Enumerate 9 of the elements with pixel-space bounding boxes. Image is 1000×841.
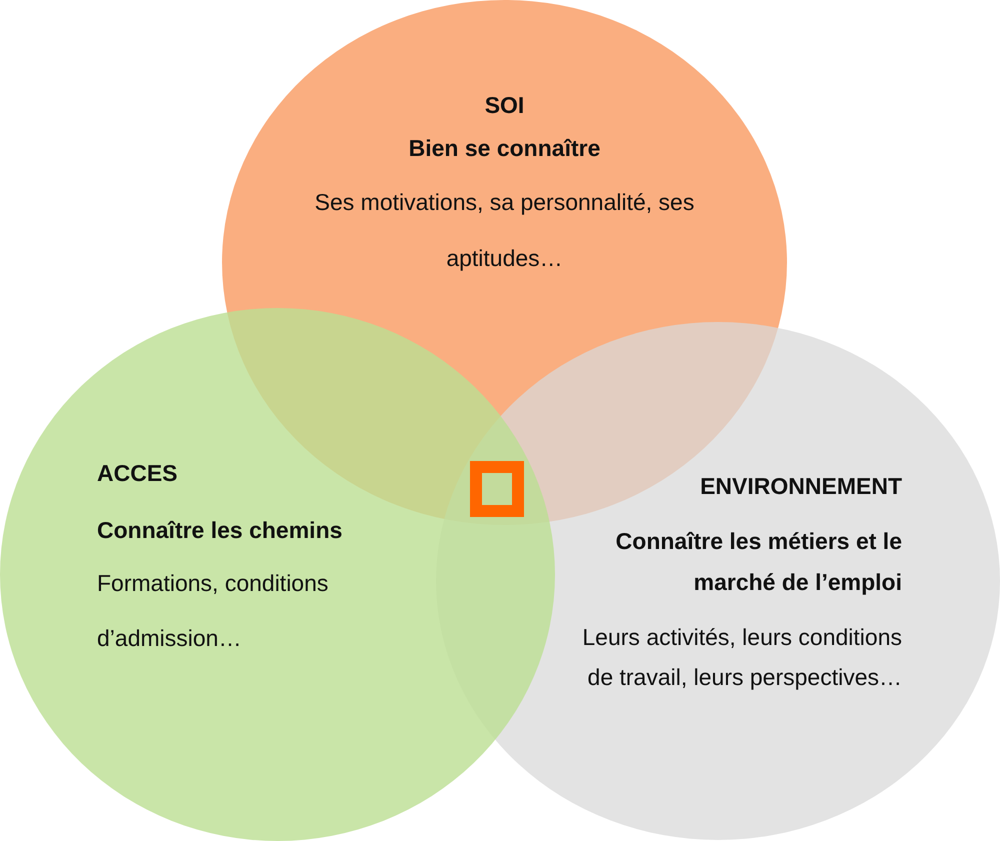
circle-description: Leurs activités, leurs conditions de travail, leurs perspectives…: [582, 623, 902, 692]
circle-description: Ses motivations, sa personnalité, ses aptitudes…: [314, 188, 694, 273]
circle-subtitle: Connaître les chemins: [97, 517, 342, 543]
circle-subtitle: Connaître les métiers et le marché de l’emploi: [614, 527, 902, 597]
circle-title: SOI: [484, 92, 524, 118]
circle-title: ACCES: [97, 460, 178, 486]
circle-subtitle: Bien se connaître: [408, 135, 600, 161]
circle-title: ENVIRONNEMENT: [700, 473, 902, 499]
circle-description: Formations, conditions d’admission…: [97, 569, 330, 653]
